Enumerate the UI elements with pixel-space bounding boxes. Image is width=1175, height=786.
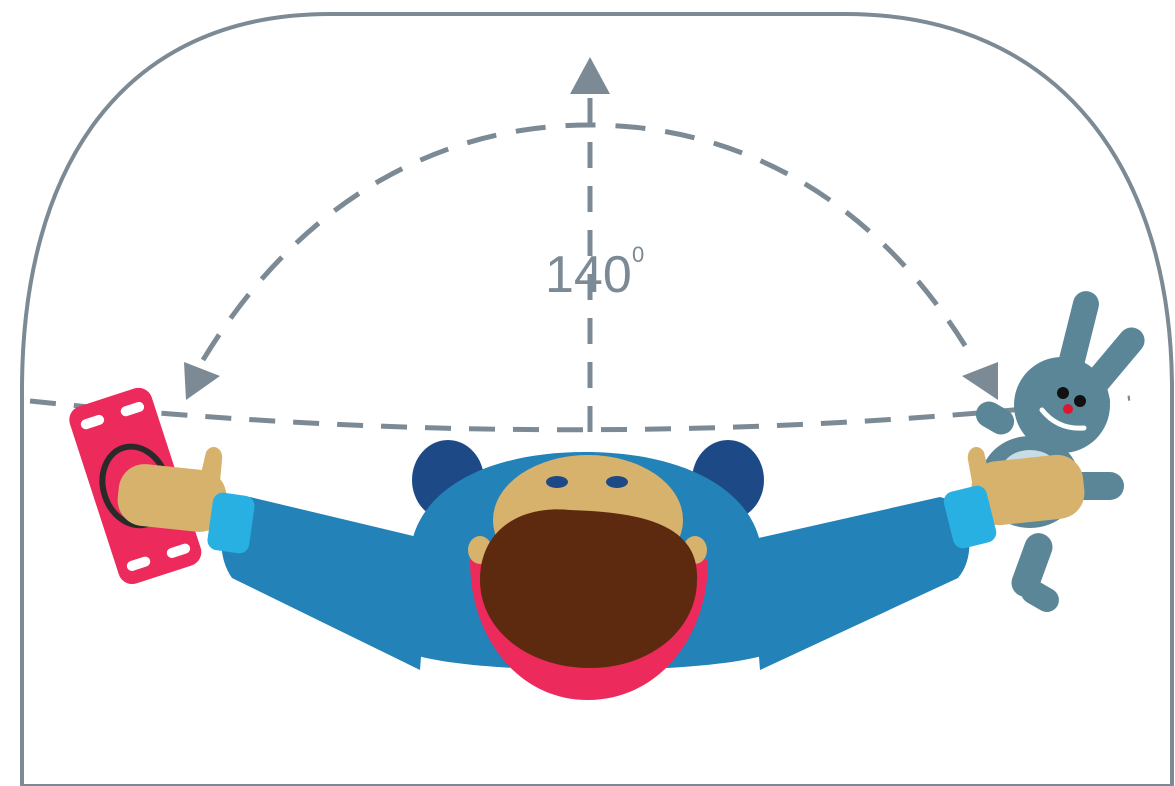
left-arm [221,497,430,670]
left-eye-icon [546,476,568,488]
person-top-view-icon [221,440,970,700]
bunny-nose-icon [1063,404,1073,414]
angle-unit-label: 0 [632,242,644,267]
bunny-toy-icon [975,291,1145,612]
phone-top-indicator [80,414,105,430]
up-arrow-icon [570,57,610,94]
right-palm [971,454,1085,526]
bunny-mouth [1039,407,1087,431]
bunny-head [1014,357,1110,453]
left-hand [117,446,255,554]
hair [480,509,698,668]
left-cuff [207,492,255,554]
bunny-foot [1021,580,1059,612]
phone-top-indicator-2 [120,401,145,417]
bunny-eye-right-icon [1074,395,1086,407]
angle-label: 140 [545,246,632,304]
right-arm [750,497,970,670]
right-hand [943,446,1085,549]
frame-outline [20,12,1174,786]
angle-arc-dashed [200,122,978,364]
bunny-leg-bottom [1011,533,1053,597]
baseline-dashed-line [29,395,1131,433]
right-cuff [943,485,997,549]
left-arrow-head-icon [184,362,220,400]
phone-bottom-indicator-2 [166,543,191,558]
right-arrow-head-icon [962,362,998,400]
bunny-arm [975,401,1015,435]
bunny-eye-left-icon [1057,387,1069,399]
phone-bottom-indicator [126,556,151,571]
left-palm [117,464,227,532]
right-eye-icon [606,476,628,488]
